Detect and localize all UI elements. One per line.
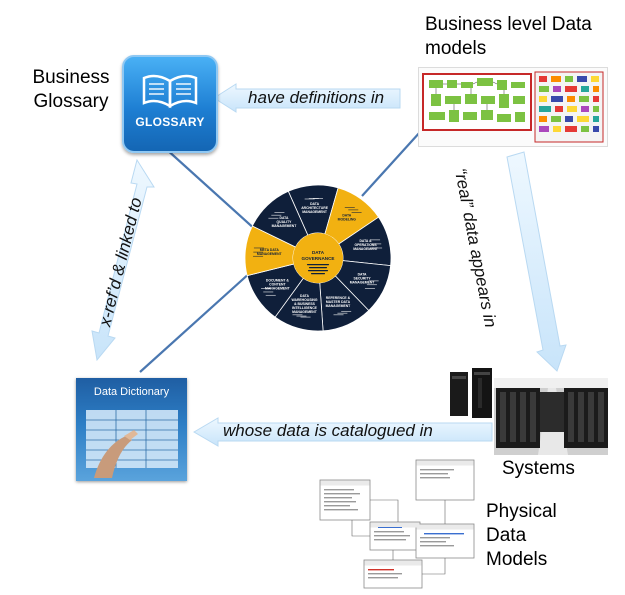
wheel-segment-detail (304, 198, 315, 200)
connector-dictionary-wheel (139, 261, 263, 373)
wheel-segment-detail (253, 247, 264, 249)
data-dictionary-image: Data Dictionary (76, 378, 187, 481)
wheel-segment-detail (263, 291, 274, 293)
connector-glossary-wheel (164, 147, 259, 233)
arrow-real-data (506, 151, 567, 372)
physical-models-label: Physical Data Models (486, 500, 557, 572)
wheel-center-details (307, 264, 329, 275)
arrow-xref (91, 158, 155, 362)
wheel-segment-detail (261, 287, 272, 289)
systems-image (448, 362, 608, 455)
wheel-segment-detail (253, 255, 264, 257)
glossary-icon: GLOSSARY (122, 55, 218, 153)
wheel-segment-detail (271, 214, 282, 216)
wheel-segment-detail (364, 288, 375, 289)
business-glossary-line2: Glossary (33, 91, 109, 112)
business-glossary-line1: Business (32, 67, 110, 88)
wheel-segment-detail (268, 217, 279, 219)
arrow-catalogued (193, 417, 493, 447)
wheel-segment-detail (370, 239, 381, 241)
er-diagram-thumbnail (319, 459, 475, 589)
wheel-segment-detail (344, 207, 355, 208)
wheel-segment-detail (300, 316, 311, 318)
physical-models-line3: Models (486, 549, 548, 570)
wheel-segment-detail (274, 212, 285, 213)
wheel-segment-detail (351, 212, 362, 213)
arrow-definitions-label: have definitions in (248, 88, 385, 107)
business-glossary-label: Business Glossary (30, 66, 112, 114)
business-models-label: Business level Data models (425, 13, 625, 61)
wheel-segment-detail (371, 243, 382, 245)
wheel-segment-detail (337, 312, 348, 314)
open-book-icon (142, 74, 198, 109)
glossary-icon-text: GLOSSARY (135, 115, 205, 129)
wheel-segment-detail (372, 247, 383, 249)
business-models-line2: models (425, 38, 487, 59)
physical-models-line2: Data (486, 525, 527, 546)
data-model-thumbnail (422, 71, 604, 143)
arrow-definitions (213, 83, 401, 113)
business-models-image (418, 67, 608, 147)
wheel-segment-detail (333, 314, 344, 316)
wheel-center-line1: DATA (312, 250, 325, 255)
server-room-icon (450, 368, 608, 455)
data-dictionary-title: Data Dictionary (93, 386, 170, 398)
wheel-segment-detail (368, 280, 379, 282)
wheel-segment-detail (296, 315, 307, 317)
wheel-center (293, 233, 343, 283)
wheel-segment-detail (348, 209, 359, 211)
wheel-segment-detail (313, 198, 324, 199)
systems-label: Systems (502, 458, 575, 479)
wheel-center-line2: GOVERNANCE (302, 256, 335, 261)
physical-models-line1: Physical (486, 501, 557, 522)
wheel-segment-detail (341, 310, 352, 312)
physical-models-image (318, 458, 478, 590)
wheel-segment-detail (366, 284, 377, 286)
business-models-line1: Business level Data (425, 14, 592, 35)
wheel-segment-detail (292, 314, 303, 316)
data-dictionary-photo (86, 410, 178, 478)
wheel-segment-detail (253, 251, 264, 253)
arrow-catalogued-label: whose data is catalogued in (223, 421, 433, 440)
wheel-segment-detail (265, 294, 276, 296)
